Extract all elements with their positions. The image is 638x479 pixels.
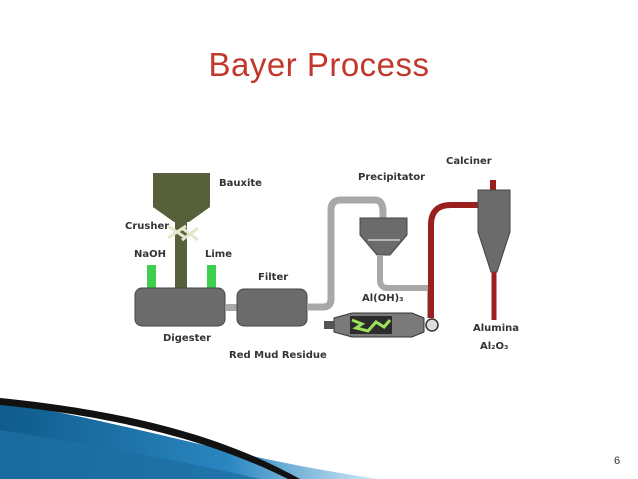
- bauxite-hopper: [153, 173, 210, 222]
- label-precipitator: Precipitator: [358, 172, 426, 183]
- label-aloh3: Al(OH)₃: [362, 293, 404, 304]
- swoosh-dark: [0, 398, 300, 479]
- crusher-icon: [167, 224, 199, 242]
- label-alumina: Alumina: [473, 323, 520, 334]
- precipitator-vessel: [359, 217, 408, 256]
- naoh-inlet: [147, 265, 156, 289]
- pipe-precipitator-kiln: [377, 255, 433, 318]
- rotary-kiln: [324, 312, 439, 338]
- label-crusher: Crusher: [125, 221, 170, 232]
- label-digester: Digester: [163, 333, 212, 344]
- pipe-digester-filter: [225, 304, 237, 311]
- swoosh-blue-lower: [0, 430, 260, 479]
- slide-title: Bayer Process: [208, 46, 430, 83]
- label-lime: Lime: [205, 249, 233, 260]
- digester-vessel: [134, 287, 226, 327]
- pipe-filter-precipitator: [307, 196, 387, 311]
- label-red-mud: Red Mud Residue: [229, 350, 327, 361]
- label-bauxite: Bauxite: [219, 178, 262, 189]
- pipe-kiln-calciner: [428, 202, 478, 318]
- label-filter: Filter: [258, 272, 289, 283]
- label-al2o3: Al₂O₃: [480, 341, 509, 352]
- filter-vessel: [236, 288, 308, 327]
- lime-inlet: [207, 265, 216, 289]
- slide-number: 6: [614, 455, 621, 467]
- label-naoh: NaOH: [134, 249, 166, 260]
- label-calciner: Calciner: [446, 156, 492, 167]
- calciner-cyclone: [477, 189, 511, 273]
